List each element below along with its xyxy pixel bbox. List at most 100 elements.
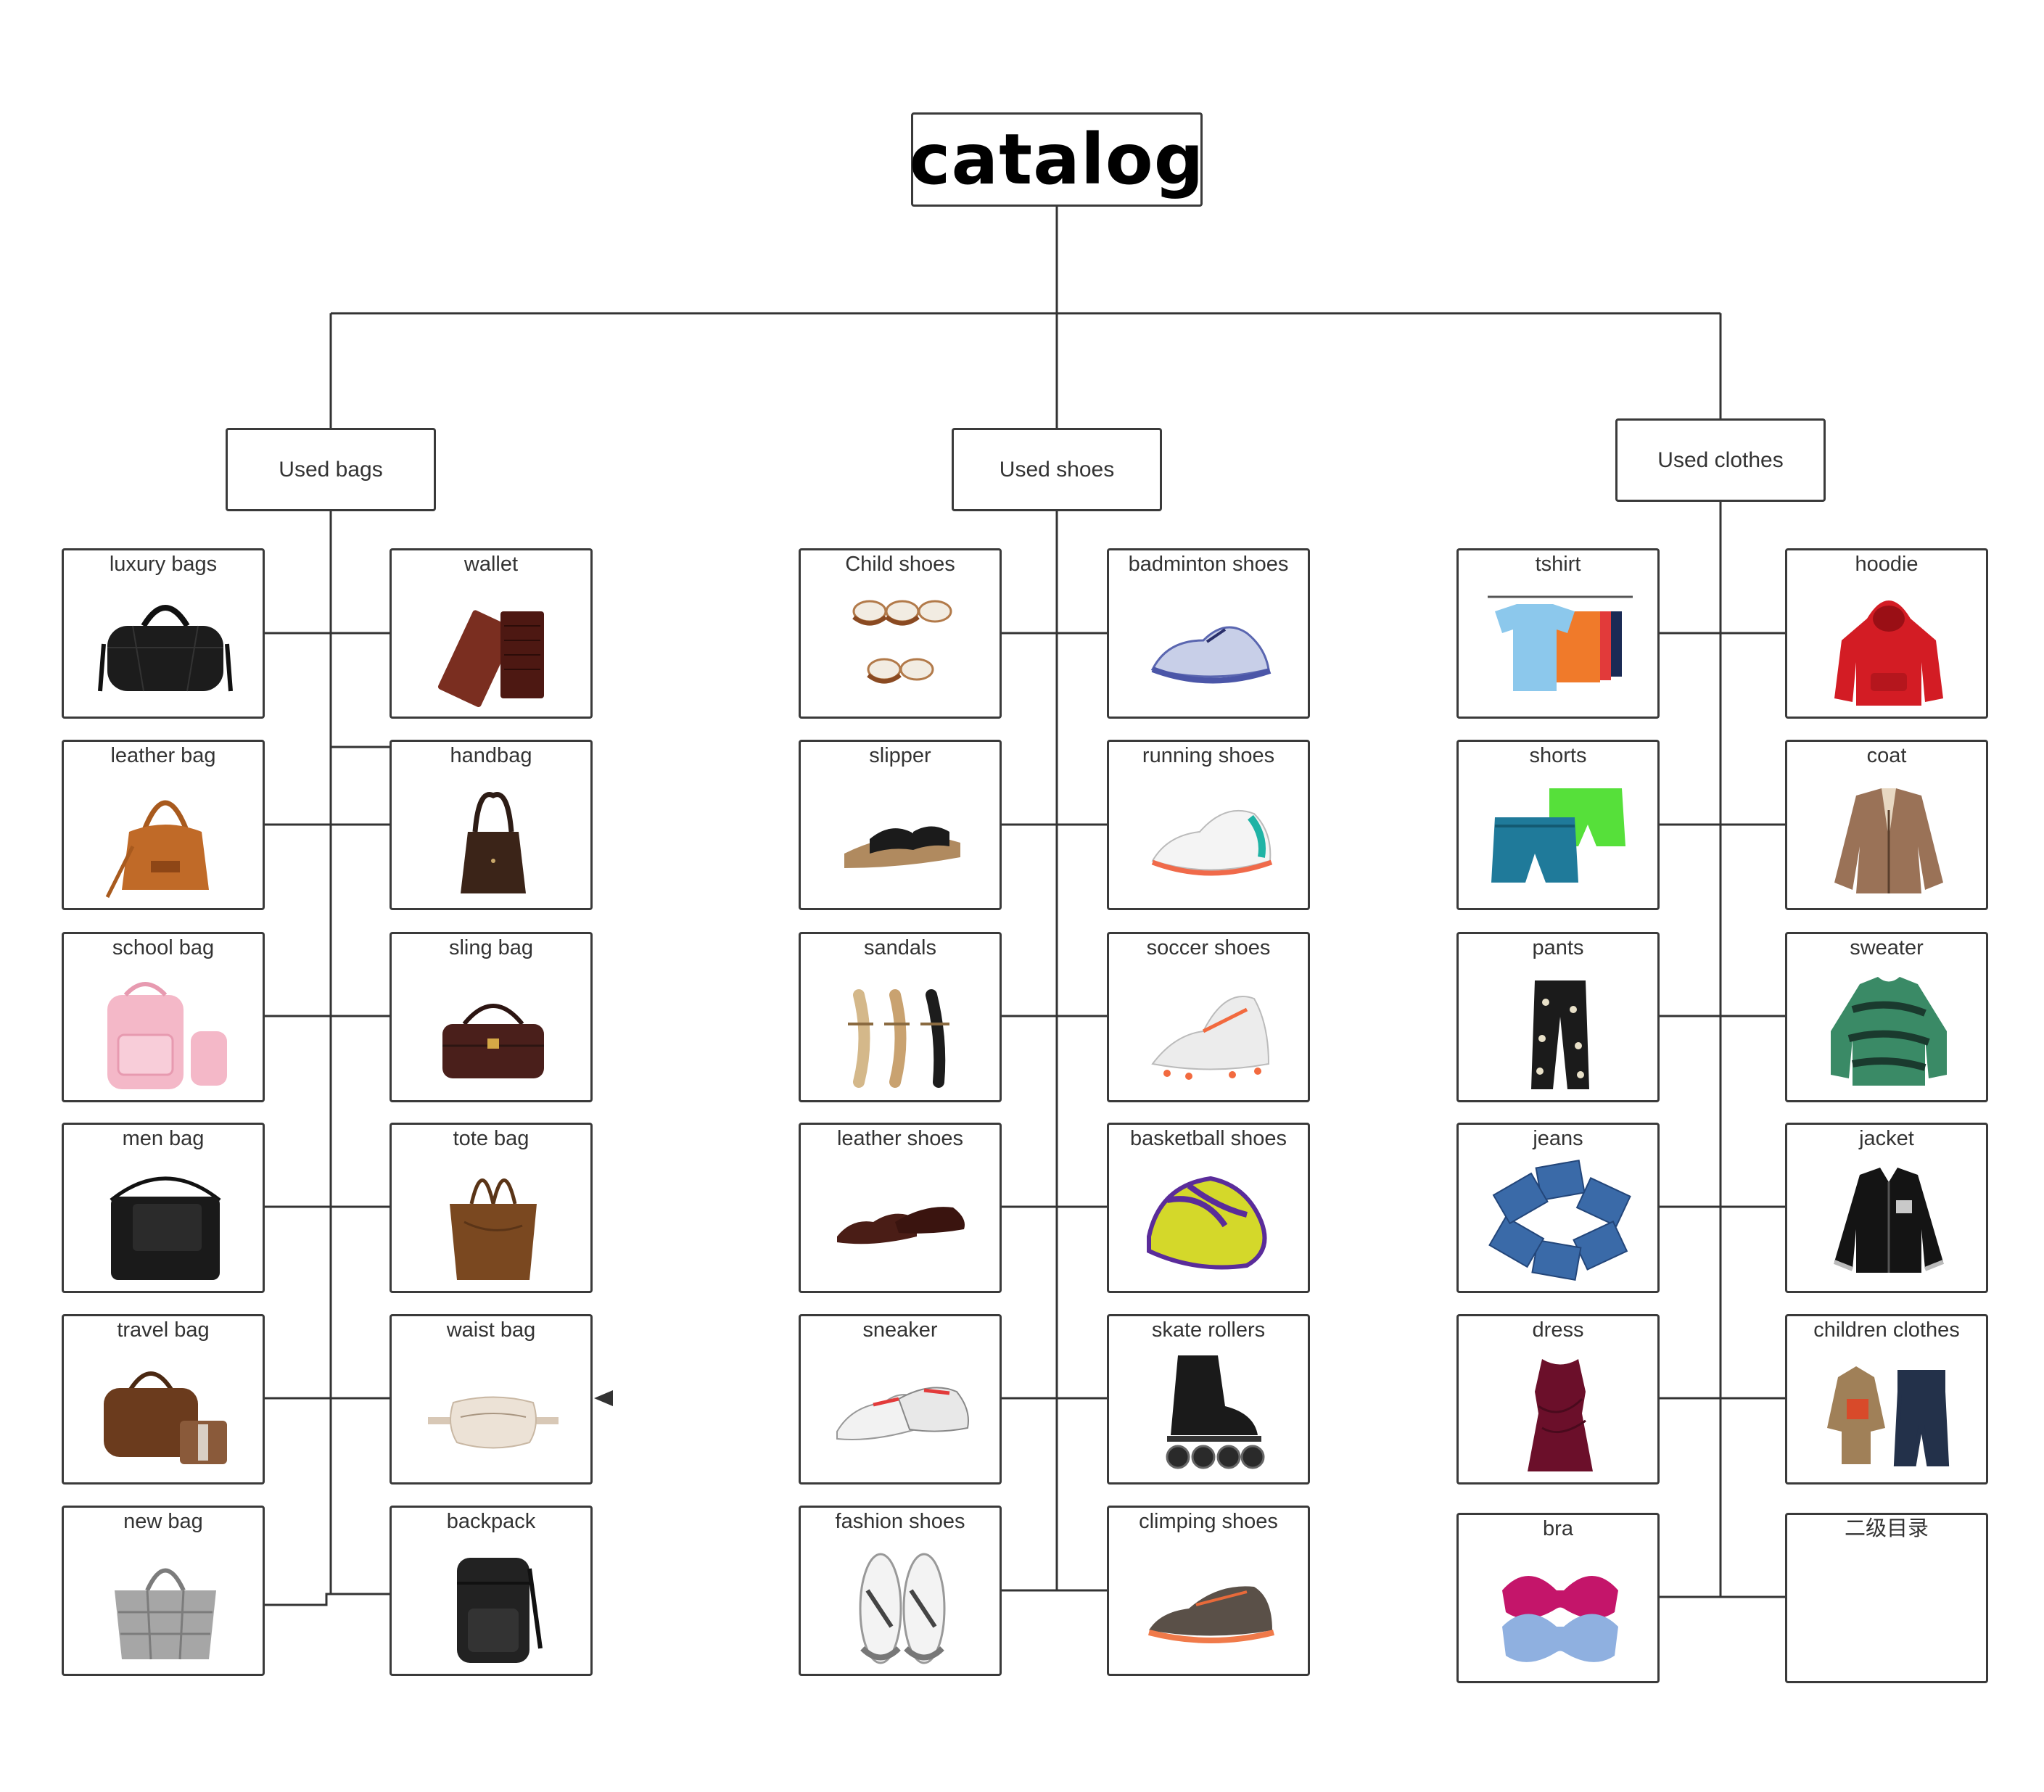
item-tshirt[interactable]: tshirt bbox=[1456, 548, 1660, 719]
item-slipper[interactable]: slipper bbox=[799, 740, 1002, 910]
item-label: basketball shoes bbox=[1129, 1127, 1287, 1150]
messenger-bag-icon bbox=[110, 1176, 221, 1280]
patterned-pants-icon bbox=[1531, 980, 1589, 1089]
item-label: slipper bbox=[869, 744, 931, 767]
item-soccer-shoes[interactable]: soccer shoes bbox=[1107, 932, 1310, 1102]
item-pants[interactable]: pants bbox=[1456, 932, 1660, 1102]
category-label: Used bags bbox=[279, 457, 383, 482]
item-label: jacket bbox=[1859, 1127, 1914, 1150]
item-sneaker[interactable]: sneaker bbox=[799, 1314, 1002, 1485]
item-basketball-shoes[interactable]: basketball shoes bbox=[1107, 1123, 1310, 1293]
jeans-stack-icon bbox=[1488, 1159, 1631, 1281]
item-label: bra bbox=[1543, 1517, 1573, 1540]
item-badminton-shoes[interactable]: badminton shoes bbox=[1107, 548, 1310, 719]
category-label: Used shoes bbox=[999, 457, 1115, 482]
oxford-shoe-icon bbox=[837, 1207, 965, 1244]
item-climping-shoes[interactable]: climping shoes bbox=[1107, 1506, 1310, 1676]
item-bra[interactable]: bra bbox=[1456, 1513, 1660, 1683]
item-label: new bag bbox=[123, 1510, 203, 1533]
bra-icon bbox=[1502, 1576, 1618, 1662]
pink-backpack-icon bbox=[107, 982, 227, 1089]
inline-skate-icon bbox=[1166, 1355, 1265, 1469]
item-label: dress bbox=[1532, 1318, 1584, 1342]
swim-shorts-icon bbox=[1491, 788, 1625, 883]
black-backpack-icon bbox=[457, 1558, 543, 1663]
item-sling-bag[interactable]: sling bag bbox=[390, 932, 593, 1102]
duffle-bag-icon bbox=[98, 605, 233, 692]
item-label: luxury bags bbox=[109, 553, 218, 576]
badminton-shoe-icon bbox=[1150, 626, 1272, 684]
item-label: wallet bbox=[463, 553, 519, 576]
hobo-bag-icon bbox=[105, 800, 209, 899]
tshirt-rack-icon bbox=[1488, 595, 1633, 691]
item-waist-bag[interactable]: waist bag bbox=[390, 1314, 593, 1485]
item-wallet[interactable]: wallet bbox=[390, 548, 593, 719]
box-sling-bag-icon bbox=[442, 1004, 544, 1078]
item-coat[interactable]: coat bbox=[1785, 740, 1988, 910]
burgundy-dress-icon bbox=[1528, 1359, 1593, 1471]
item-dress[interactable]: dress bbox=[1456, 1314, 1660, 1485]
item-label: waist bag bbox=[446, 1318, 536, 1342]
sneaker-icon bbox=[836, 1387, 969, 1440]
item-label: sling bag bbox=[448, 936, 534, 959]
item-leather-shoes[interactable]: leather shoes bbox=[799, 1123, 1002, 1293]
item-jacket[interactable]: jacket bbox=[1785, 1123, 1988, 1293]
red-hoodie-icon bbox=[1834, 600, 1943, 706]
item-luxury-bags[interactable]: luxury bags bbox=[62, 548, 265, 719]
item-school-bag[interactable]: school bag bbox=[62, 932, 265, 1102]
item-child-shoes[interactable]: Child shoes bbox=[799, 548, 1002, 719]
item-label: climping shoes bbox=[1139, 1510, 1278, 1533]
item-label: travel bag bbox=[117, 1318, 210, 1342]
item-backpack[interactable]: backpack bbox=[390, 1506, 593, 1676]
item-label: hoodie bbox=[1855, 553, 1919, 576]
item-label: badminton shoes bbox=[1128, 553, 1289, 576]
item-label: Child shoes bbox=[845, 553, 955, 576]
item-label: running shoes bbox=[1142, 744, 1275, 767]
green-sweater-icon bbox=[1831, 977, 1947, 1086]
item-fashion-shoes[interactable]: fashion shoes bbox=[799, 1506, 1002, 1676]
item-label: sandals bbox=[864, 936, 936, 959]
basketball-shoe-icon bbox=[1147, 1176, 1267, 1270]
baby-shoes-icon bbox=[852, 600, 952, 684]
item-label: backpack bbox=[446, 1510, 536, 1533]
item-label: handbag bbox=[450, 744, 532, 767]
travel-duffle-icon bbox=[104, 1371, 227, 1464]
item-label: leather shoes bbox=[836, 1127, 964, 1150]
item-label: children clothes bbox=[1813, 1318, 1960, 1342]
item-travel-bag[interactable]: travel bag bbox=[62, 1314, 265, 1485]
item-running-shoes[interactable]: running shoes bbox=[1107, 740, 1310, 910]
item-men-bag[interactable]: men bag bbox=[62, 1123, 265, 1293]
tote-bag-icon bbox=[450, 1178, 537, 1280]
kids-outfit-icon bbox=[1827, 1366, 1950, 1466]
varsity-jacket-icon bbox=[1833, 1168, 1945, 1273]
item-skate-rollers[interactable]: skate rollers bbox=[1107, 1314, 1310, 1485]
item-leather-bag[interactable]: leather bag bbox=[62, 740, 265, 910]
item-label: shorts bbox=[1529, 744, 1587, 767]
item-tote-bag[interactable]: tote bag bbox=[390, 1123, 593, 1293]
category-used-clothes[interactable]: Used clothes bbox=[1615, 418, 1826, 502]
item-label: soccer shoes bbox=[1146, 936, 1271, 959]
item-label: coat bbox=[1866, 744, 1907, 767]
item-sandals[interactable]: sandals bbox=[799, 932, 1002, 1102]
puffer-tote-icon bbox=[115, 1568, 216, 1660]
item-hoodie[interactable]: hoodie bbox=[1785, 548, 1988, 719]
catalog-root[interactable]: catalog bbox=[909, 112, 1205, 207]
item-new-bag[interactable]: new bag bbox=[62, 1506, 265, 1676]
item-label: fashion shoes bbox=[835, 1510, 965, 1533]
catalog-title: catalog bbox=[909, 119, 1205, 200]
item-shorts[interactable]: shorts bbox=[1456, 740, 1660, 910]
fashion-sneaker-icon bbox=[859, 1553, 946, 1664]
item-label: sweater bbox=[1850, 936, 1924, 959]
wallet-icon bbox=[437, 610, 544, 708]
item-jeans[interactable]: jeans bbox=[1456, 1123, 1660, 1293]
item-handbag[interactable]: handbag bbox=[390, 740, 593, 910]
item-secondary-catalog[interactable]: 二级目录 bbox=[1785, 1513, 1988, 1683]
category-used-shoes[interactable]: Used shoes bbox=[952, 428, 1162, 511]
item-label: men bag bbox=[122, 1127, 205, 1150]
item-children-clothes[interactable]: children clothes bbox=[1785, 1314, 1988, 1485]
item-label: school bag bbox=[112, 936, 215, 959]
category-used-bags[interactable]: Used bags bbox=[226, 428, 436, 511]
item-label: tshirt bbox=[1535, 553, 1581, 576]
item-sweater[interactable]: sweater bbox=[1785, 932, 1988, 1102]
